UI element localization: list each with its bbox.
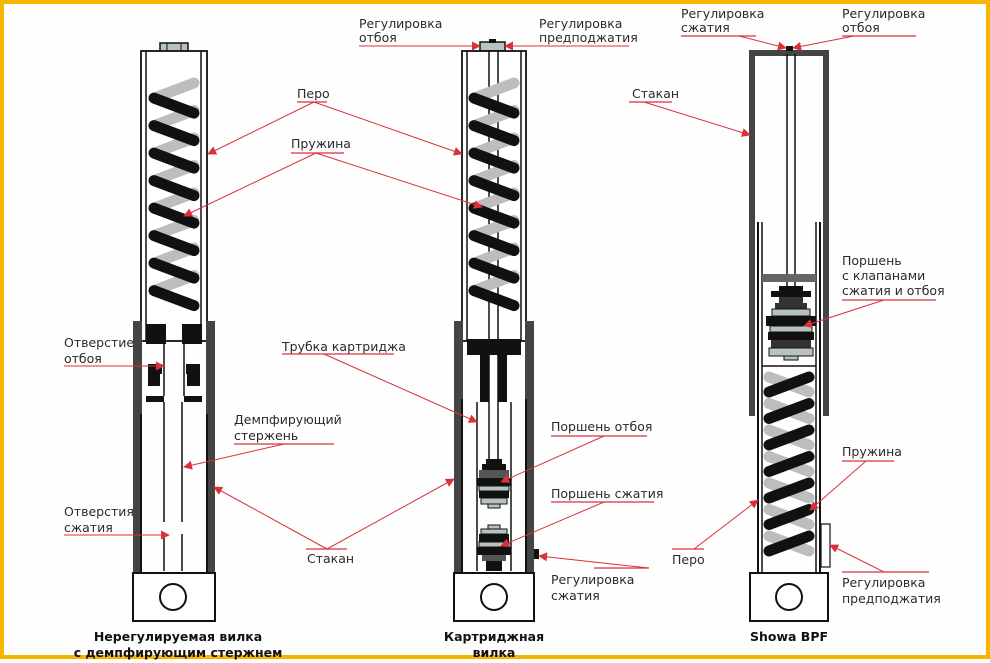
label-compression-adjuster: Регулировка: [551, 572, 634, 587]
spring-coil-front: [468, 285, 520, 312]
label-spring: Пружина: [842, 444, 902, 459]
svg-text:предподжатия: предподжатия: [539, 30, 638, 45]
label-damper-rod: Демпфирующий: [234, 412, 342, 427]
svg-text:сжатия: сжатия: [551, 588, 600, 603]
axle-block: [749, 572, 829, 622]
caption-line1: Нерегулируемая вилка: [94, 629, 262, 644]
spring-coil-front: [763, 451, 815, 477]
labels: Перо Пружина Отверстие отбоя Демпфирующи…: [64, 6, 945, 606]
label-spring: Пружина: [291, 136, 351, 151]
spring-coil-front: [468, 147, 520, 174]
label-cartridge-tube: Трубка картриджа: [281, 339, 406, 354]
fork-damper-rod: Нерегулируемая вилка с демпфирующим стер…: [74, 42, 283, 660]
label-compression-holes: Отверстия: [64, 504, 134, 519]
label-pero: Перо: [297, 86, 330, 101]
spring-coil-front: [468, 202, 520, 229]
label-lower-leg: Стакан: [307, 551, 354, 566]
label-rebound-piston: Поршень отбоя: [551, 419, 652, 434]
spring: [763, 371, 815, 557]
compression-piston: [477, 524, 511, 571]
svg-text:отбоя: отбоя: [842, 20, 880, 35]
caption: Showa BPF: [750, 629, 828, 644]
spring-coil-front: [148, 230, 200, 257]
label-rebound-adjuster: Регулировка: [842, 6, 925, 21]
label-preload-adjuster: Регулировка: [539, 16, 622, 31]
spring-coil-front: [468, 120, 520, 147]
fork-showa-bpf: Showa BPF: [749, 46, 831, 644]
spring-coil-front: [148, 120, 200, 147]
svg-text:с клапанами: с клапанами: [842, 268, 925, 283]
lower-leg-casing: [133, 321, 215, 573]
spring: [148, 77, 200, 312]
spring-coil-front: [763, 424, 815, 451]
label-rebound-hole: Отверстие: [64, 335, 134, 350]
top-adjuster: [786, 46, 793, 51]
caption-line2: вилка: [473, 645, 516, 660]
svg-text:предподжатия: предподжатия: [842, 591, 941, 606]
label-piston-with-valves: Поршень: [842, 253, 902, 268]
fork-cartridge: Картриджная вилка: [444, 39, 544, 660]
label-lower-leg: Стакан: [632, 86, 679, 101]
inner-tube-stanchion: [757, 222, 821, 574]
spring-coil-front: [468, 257, 520, 284]
spring-coil-front: [148, 285, 200, 312]
damper-rod-head: [146, 324, 202, 402]
spring-coil-front: [763, 398, 815, 424]
spring-coil-front: [763, 477, 815, 504]
spring: [468, 77, 520, 312]
svg-text:стержень: стержень: [234, 428, 298, 443]
svg-text:отбоя: отбоя: [359, 30, 397, 45]
spring-coil-front: [148, 175, 200, 202]
piston-with-valves: [766, 286, 816, 361]
cartridge-tube: [467, 339, 521, 571]
damper-rod: [163, 402, 183, 571]
lower-leg-casing: [454, 321, 534, 573]
caption-line2: с демпфирующим стержнем: [74, 645, 283, 660]
label-rebound-adjuster: Регулировка: [359, 16, 442, 31]
axle-hole-icon: [159, 583, 187, 611]
fork-comparison-diagram: Нерегулируемая вилка с демпфирующим стер…: [64, 6, 945, 660]
spring-coil-front: [468, 92, 520, 119]
spring-coil-front: [468, 230, 520, 257]
outer-tube-casing: [749, 50, 829, 416]
preload-adjuster: [820, 523, 831, 568]
label-compression-adjuster: Регулировка: [681, 6, 764, 21]
svg-text:сжатия и отбоя: сжатия и отбоя: [842, 283, 945, 298]
rebound-piston: [477, 459, 511, 509]
axle-block: [132, 572, 216, 622]
compression-adjuster: [534, 549, 539, 559]
spring-coil-front: [148, 147, 200, 174]
label-preload-adjuster: Регулировка: [842, 575, 925, 590]
spring-coil-front: [763, 504, 815, 530]
label-pero: Перо: [672, 552, 705, 567]
spring-coil-front: [148, 257, 200, 284]
axle-hole-icon: [480, 583, 508, 611]
spring-coil-front: [148, 92, 200, 119]
axle-block: [453, 572, 535, 622]
spring-coil-front: [148, 202, 200, 229]
spring-coil-front: [763, 371, 815, 398]
axle-hole-icon: [775, 583, 803, 611]
caption-line1: Картриджная: [444, 629, 544, 644]
spring-coil-front: [468, 175, 520, 202]
label-compression-piston: Поршень сжатия: [551, 486, 663, 501]
svg-text:отбоя: отбоя: [64, 351, 102, 366]
svg-text:сжатия: сжатия: [64, 520, 113, 535]
spring-coil-front: [763, 530, 815, 557]
svg-text:сжатия: сжатия: [681, 20, 730, 35]
top-cap: [479, 41, 506, 52]
